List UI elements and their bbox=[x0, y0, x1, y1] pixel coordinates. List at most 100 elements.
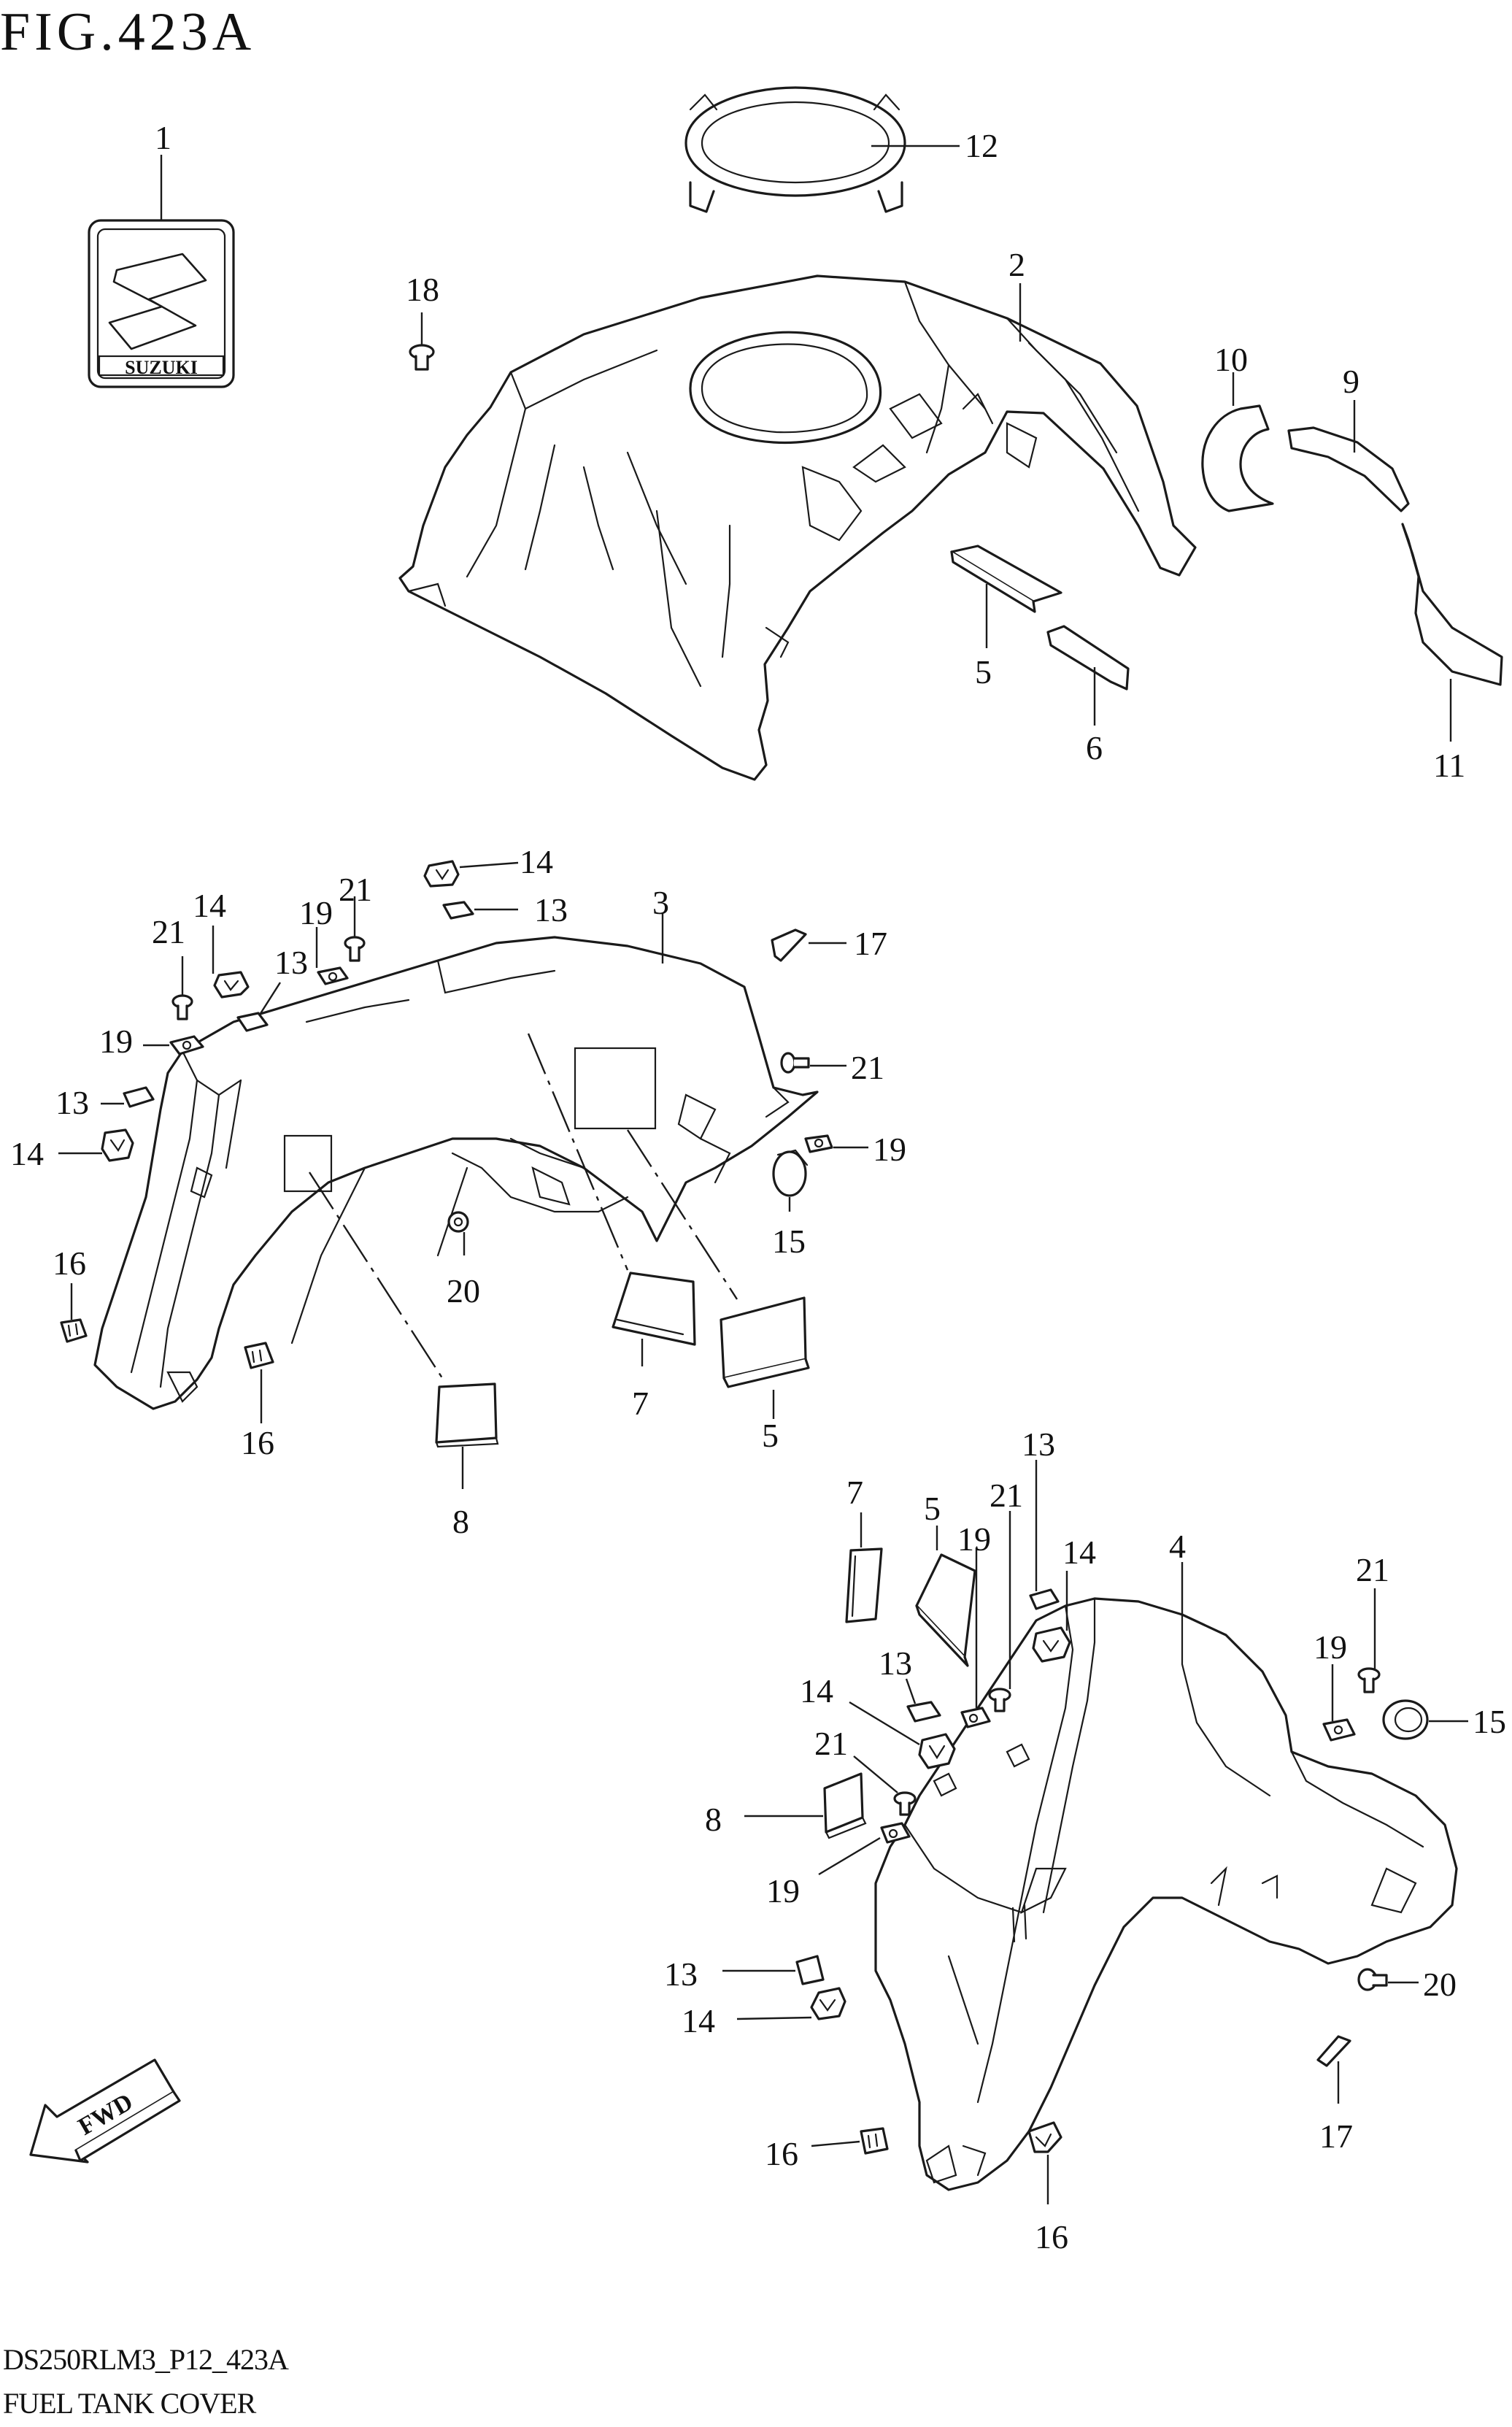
callout-14-f: 14 bbox=[682, 2002, 715, 2039]
part-1-emblem: SUZUKI bbox=[88, 219, 235, 388]
pad-8-outline bbox=[283, 1134, 333, 1193]
part-16-clip bbox=[244, 1342, 274, 1369]
part-21-screw bbox=[988, 1688, 1011, 1712]
part-13-nut bbox=[1029, 1588, 1060, 1610]
callout-14-e: 14 bbox=[800, 1672, 833, 1709]
part-7-pad bbox=[612, 1272, 696, 1346]
part-19-clip bbox=[880, 1822, 911, 1844]
callout-5-right: 5 bbox=[924, 1490, 941, 1527]
part-6-pad bbox=[1046, 625, 1130, 691]
part-19-clip bbox=[960, 1707, 991, 1728]
part-16-clip bbox=[60, 1318, 88, 1343]
callout-1: 1 bbox=[155, 119, 171, 156]
part-5-pad bbox=[950, 545, 1062, 613]
part-9-trim-strip bbox=[1287, 426, 1410, 512]
part-4-right-side-cover bbox=[874, 1597, 1458, 2191]
callout-13-e: 13 bbox=[879, 1645, 912, 1682]
part-12-fuel-cap-ring bbox=[684, 86, 906, 213]
part-21-screw bbox=[893, 1791, 917, 1816]
callout-5-mid: 5 bbox=[762, 1417, 779, 1454]
part-5-pad bbox=[915, 1553, 976, 1667]
part-14-clip bbox=[213, 971, 250, 999]
part-14-clip bbox=[1032, 1626, 1071, 1663]
callout-21-a: 21 bbox=[339, 871, 372, 908]
callout-15-a: 15 bbox=[772, 1223, 806, 1260]
part-17-pad bbox=[771, 928, 807, 962]
part-7-pad bbox=[845, 1547, 883, 1623]
fwd-arrow-icon: FWD bbox=[29, 2058, 181, 2163]
callout-11: 11 bbox=[1433, 747, 1465, 784]
callout-21-d: 21 bbox=[990, 1477, 1023, 1514]
part-19-clip bbox=[169, 1035, 204, 1055]
part-21-screw bbox=[780, 1052, 810, 1074]
callout-13-c: 13 bbox=[55, 1084, 89, 1121]
callout-2: 2 bbox=[1008, 246, 1025, 283]
part-19-clip bbox=[804, 1134, 833, 1153]
callout-19-d: 19 bbox=[957, 1520, 991, 1558]
part-20-clip bbox=[447, 1211, 469, 1233]
callout-19-f: 19 bbox=[1314, 1628, 1347, 1666]
callout-15-b: 15 bbox=[1473, 1703, 1506, 1740]
callout-17-b: 17 bbox=[1319, 2118, 1353, 2155]
part-3-left-side-cover bbox=[93, 936, 819, 1410]
part-10-trim bbox=[1201, 404, 1274, 512]
callout-14-top: 14 bbox=[520, 843, 553, 880]
callout-9: 9 bbox=[1343, 363, 1359, 400]
part-16-clip bbox=[860, 2127, 889, 2155]
part-15-grommet bbox=[1382, 1699, 1429, 1740]
callout-16-b: 16 bbox=[241, 1424, 274, 1461]
callout-20-a: 20 bbox=[447, 1272, 480, 1309]
part-8-pad bbox=[435, 1382, 499, 1448]
callout-6: 6 bbox=[1086, 729, 1103, 766]
part-19-clip bbox=[1322, 1718, 1356, 1742]
callout-4: 4 bbox=[1169, 1528, 1186, 1565]
part-2-fuel-tank-cover bbox=[398, 274, 1197, 781]
figure-title: FIG.423A bbox=[0, 2, 255, 62]
callout-7-b: 7 bbox=[846, 1474, 863, 1511]
callout-19-b: 19 bbox=[99, 1023, 133, 1060]
part-13-nut bbox=[795, 1955, 825, 1985]
part-21-screw bbox=[1357, 1667, 1381, 1693]
emblem-text: SUZUKI bbox=[125, 357, 198, 378]
part-18-rivet bbox=[409, 344, 435, 371]
part-16-clip bbox=[1027, 2121, 1062, 2153]
callout-19-a: 19 bbox=[299, 894, 333, 931]
callout-18: 18 bbox=[406, 271, 439, 308]
callout-19-c: 19 bbox=[873, 1131, 906, 1168]
callout-3: 3 bbox=[652, 884, 669, 921]
part-21-screw bbox=[171, 994, 193, 1020]
callout-5-top: 5 bbox=[975, 653, 992, 691]
part-5-pad bbox=[720, 1296, 810, 1388]
part-17-pad bbox=[1316, 2035, 1351, 2067]
footer-caption: FUEL TANK COVER bbox=[3, 2387, 257, 2420]
callout-16-c: 16 bbox=[765, 2135, 798, 2172]
part-20-clip bbox=[1357, 1968, 1388, 1991]
callout-17-a: 17 bbox=[854, 925, 887, 962]
suzuki-logo-icon bbox=[108, 253, 207, 350]
callout-14-c: 14 bbox=[10, 1135, 44, 1172]
callout-14-b: 14 bbox=[193, 887, 226, 924]
callout-19-e: 19 bbox=[766, 1872, 800, 1909]
callout-16-d: 16 bbox=[1035, 2218, 1068, 2255]
part-13-nut bbox=[123, 1086, 155, 1108]
callout-21-c: 21 bbox=[851, 1049, 884, 1086]
footer-code: DS250RLM3_P12_423A bbox=[3, 2343, 289, 2376]
callout-10: 10 bbox=[1214, 341, 1248, 378]
part-13-nut bbox=[442, 901, 474, 920]
part-14-clip bbox=[918, 1733, 956, 1769]
part-8-pad bbox=[823, 1772, 867, 1839]
callout-21-f: 21 bbox=[1356, 1551, 1389, 1588]
callout-13-d: 13 bbox=[1022, 1426, 1055, 1463]
callout-7-a: 7 bbox=[632, 1385, 649, 1422]
callout-20-b: 20 bbox=[1423, 1966, 1457, 2003]
part-14-clip bbox=[101, 1128, 134, 1162]
callout-13-f: 13 bbox=[664, 1955, 698, 1993]
callout-12: 12 bbox=[965, 127, 998, 164]
callout-14-d: 14 bbox=[1062, 1534, 1096, 1571]
part-14-clip bbox=[423, 860, 460, 888]
callout-13-top: 13 bbox=[534, 891, 568, 928]
part-21-screw bbox=[344, 936, 366, 962]
callout-16-a: 16 bbox=[53, 1245, 86, 1282]
part-13-nut bbox=[906, 1701, 941, 1723]
